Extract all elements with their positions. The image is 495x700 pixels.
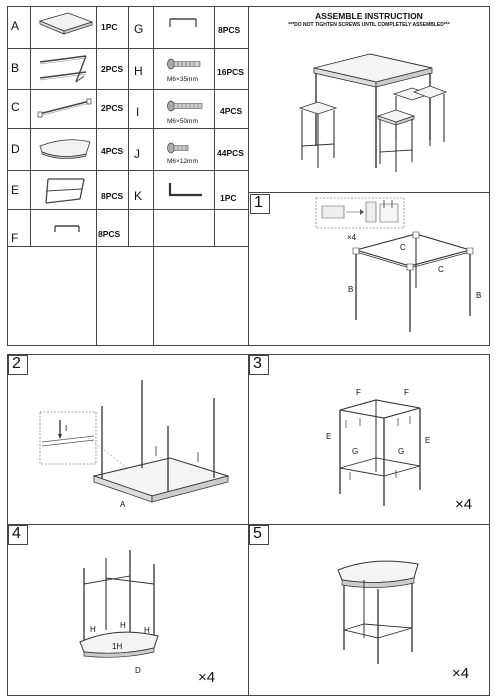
step-4-seat-assembly-illustration: [76, 548, 166, 678]
part-letter: A: [11, 19, 20, 33]
part-quantity: 4PCS: [220, 106, 243, 116]
step-number-box: [8, 525, 28, 545]
part-label: B: [348, 285, 354, 294]
part-a-tabletop-icon: [38, 10, 94, 40]
part-quantity: 16PCS: [217, 67, 244, 77]
part-f-bracket-icon: [52, 222, 82, 236]
part-letter: E: [11, 183, 20, 197]
part-label: H: [120, 621, 126, 630]
screw-size: M6×12mm: [167, 158, 198, 165]
step-number: 4: [12, 525, 21, 542]
part-letter: D: [11, 142, 20, 156]
part-quantity: 8PCS: [98, 229, 121, 239]
assembled-stool-illustration: [334, 556, 424, 666]
part-letter: H: [134, 64, 143, 78]
part-label: C: [400, 243, 406, 252]
step-number: 2: [12, 355, 21, 372]
step-number-box: [249, 355, 269, 375]
part-quantity: 44PCS: [217, 148, 244, 158]
step-1-table-frame-illustration: [338, 228, 478, 334]
part-label: I: [65, 424, 68, 433]
part-letter: G: [134, 22, 144, 36]
screw-size: M6×50mm: [167, 118, 198, 125]
part-label: H: [90, 625, 96, 634]
part-label: F: [404, 388, 409, 397]
step-number-box: [8, 355, 28, 375]
part-label: E: [425, 436, 431, 445]
step-1-detail-inset: [316, 198, 404, 228]
part-label: H: [144, 626, 150, 635]
part-label: G: [398, 447, 405, 456]
part-letter: I: [136, 105, 140, 119]
part-quantity: 2PCS: [101, 64, 124, 74]
part-quantity: 2PCS: [101, 103, 124, 113]
step-number: 1: [254, 194, 263, 211]
step-number-box: [249, 525, 269, 545]
part-letter: C: [11, 100, 20, 114]
part-g-bracket-icon: [166, 14, 200, 32]
part-letter: F: [11, 231, 19, 245]
part-label: B: [476, 291, 482, 300]
step-number: 3: [253, 355, 262, 372]
part-letter: B: [11, 61, 20, 75]
part-label: C: [438, 265, 444, 274]
allen-key-icon: [166, 180, 206, 200]
screw-h-icon: [166, 58, 206, 70]
part-label: E: [326, 432, 332, 441]
part-label: A: [120, 500, 126, 509]
step-2-screw-detail-inset: [40, 412, 96, 464]
step-3-stool-frame-illustration: [330, 390, 430, 510]
part-label: G: [352, 447, 359, 456]
screw-i-icon: [166, 100, 206, 112]
step-multiplier: ×4: [455, 496, 473, 513]
step-multiplier: ×4: [347, 233, 357, 242]
screw-size: M6×35mm: [167, 76, 198, 83]
part-quantity: 4PCS: [101, 146, 124, 156]
part-quantity: 1PC: [220, 193, 237, 203]
assembly-title: ASSEMBLE INSTRUCTION: [315, 11, 423, 21]
assembled-dining-set-illustration: [292, 50, 452, 175]
part-label: F: [356, 388, 361, 397]
step-2-tabletop-legs-illustration: [88, 378, 238, 508]
step-number-box: [250, 194, 270, 214]
part-b-side-frame-icon: [36, 52, 94, 86]
screw-j-icon: [166, 142, 196, 154]
part-c-rail-icon: [36, 96, 94, 120]
part-letter: K: [134, 189, 143, 203]
step-multiplier: ×4: [452, 665, 470, 682]
part-quantity: 8PCS: [218, 25, 241, 35]
part-e-stool-frame-icon: [40, 175, 92, 207]
step-multiplier: ×4: [198, 669, 216, 686]
part-quantity: 8PCS: [101, 191, 124, 201]
part-letter: J: [134, 147, 140, 161]
part-quantity: 1PC: [101, 22, 118, 32]
assembly-warning: ***DO NOT TIGHTEN SCREWS UNTIL COMPLETEL…: [288, 22, 450, 28]
step-number: 5: [253, 525, 262, 542]
part-label: 1H: [112, 642, 123, 651]
part-label: D: [135, 666, 141, 675]
part-d-seat-icon: [38, 134, 94, 164]
